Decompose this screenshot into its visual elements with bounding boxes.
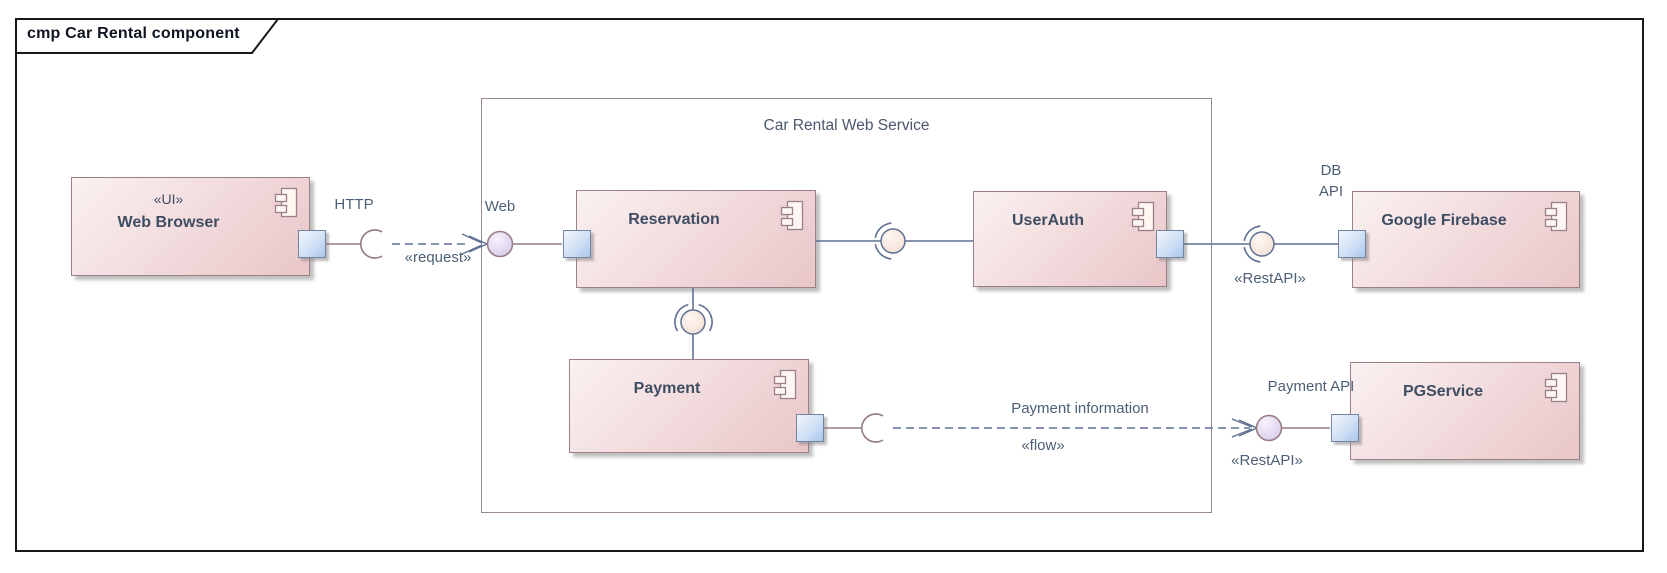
label-api: API <box>1318 183 1344 200</box>
assembly-ball <box>880 228 906 254</box>
component-userauth[interactable]: UserAuth <box>973 191 1167 287</box>
port-reservation[interactable] <box>563 230 591 258</box>
connector-userauth-firebase[interactable] <box>1184 225 1338 263</box>
component-name: PGService <box>1402 383 1484 400</box>
provided-interface-ball <box>1255 414 1283 442</box>
component-name: Reservation <box>628 211 720 228</box>
label-db: DB <box>1320 162 1342 179</box>
component-name: Google Firebase <box>1381 212 1507 229</box>
label-restapi-db: «RestAPI» <box>1234 270 1306 287</box>
component-icon <box>1544 372 1568 403</box>
component-icon <box>780 200 804 231</box>
port-web-browser[interactable] <box>298 230 326 258</box>
container-car-rental-web-service[interactable] <box>481 98 1212 513</box>
connector-payment-flow[interactable] <box>824 413 1259 443</box>
provided-interface-ball <box>486 230 514 258</box>
component-pgservice[interactable]: PGService <box>1350 362 1580 460</box>
assembly-socket <box>874 222 892 260</box>
component-reservation[interactable]: Reservation <box>576 190 816 288</box>
component-name: UserAuth <box>1011 212 1084 229</box>
port-google-firebase[interactable] <box>1338 230 1366 258</box>
label-http: HTTP <box>334 196 374 213</box>
component-icon <box>1131 201 1155 232</box>
connector-http-request[interactable] <box>326 229 489 259</box>
connector-reservation-userauth[interactable] <box>816 222 973 260</box>
assembly-socket <box>1243 225 1261 263</box>
required-interface-socket <box>861 413 884 443</box>
connector-reservation-payment[interactable] <box>674 288 713 359</box>
label-restapi-payment: «RestAPI» <box>1231 452 1303 469</box>
required-interface-socket <box>360 229 383 259</box>
component-web-browser[interactable]: «UI» Web Browser <box>71 177 310 276</box>
connector-web-lollipop[interactable] <box>486 230 563 258</box>
component-icon <box>773 369 797 400</box>
port-userauth[interactable] <box>1156 230 1184 258</box>
component-payment[interactable]: Payment <box>569 359 809 453</box>
frame-tab-label: cmp Car Rental component <box>27 25 240 42</box>
component-icon <box>1544 201 1568 232</box>
label-request-stereotype: «request» <box>404 249 472 266</box>
port-pgservice[interactable] <box>1331 414 1359 442</box>
port-payment[interactable] <box>796 414 824 442</box>
component-stereotype: «UI» <box>153 191 184 207</box>
assembly-socket <box>674 303 713 332</box>
label-web-interface: Web <box>484 198 516 215</box>
component-name: Payment <box>633 380 701 397</box>
diagram-frame <box>15 18 1644 552</box>
label-payment-api: Payment API <box>1267 378 1355 395</box>
assembly-ball <box>680 309 706 335</box>
label-flow-stereotype: «flow» <box>1021 437 1065 454</box>
container-title: Car Rental Web Service <box>763 117 930 134</box>
component-name: Web Browser <box>117 214 220 231</box>
component-icon <box>274 187 298 218</box>
label-payment-information: Payment information <box>1011 400 1149 417</box>
frame-tab-shape <box>16 18 279 54</box>
component-google-firebase[interactable]: Google Firebase <box>1352 191 1580 288</box>
label-db-api: DB API <box>1314 160 1348 202</box>
assembly-ball <box>1249 231 1275 257</box>
connector-payment-api-lollipop[interactable] <box>1255 414 1331 442</box>
